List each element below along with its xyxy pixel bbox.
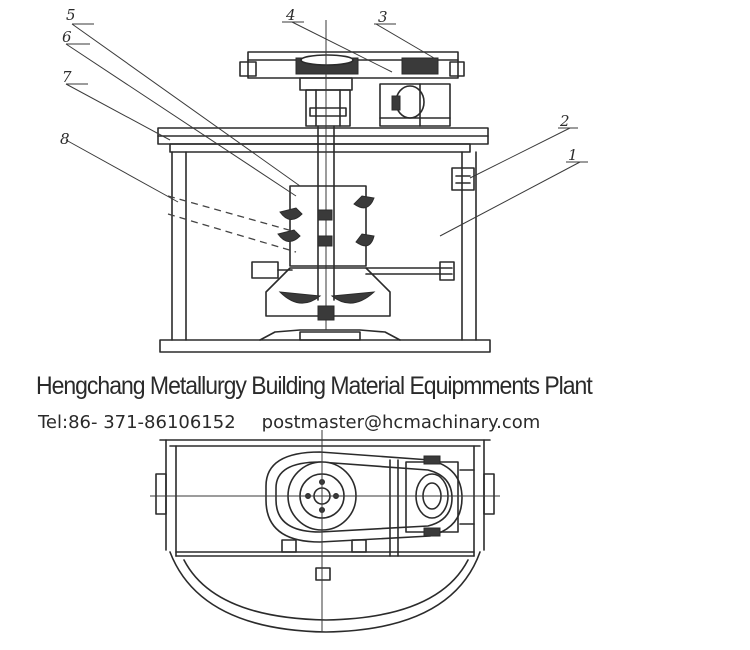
tank-cover	[157, 127, 489, 153]
support-arms	[251, 261, 455, 281]
callout-6: 6	[62, 28, 72, 46]
callout-3: 3	[378, 8, 388, 26]
email-address: postmaster@hcmachinary.com	[261, 412, 541, 433]
plan-view	[150, 430, 500, 633]
motor	[379, 83, 451, 127]
callout-numbers: 5 6 7 8 4 3 2 1	[60, 6, 578, 164]
drive-platform	[239, 51, 465, 91]
contact-line: Tel:86- 371-86106152 postmaster@hcmachina…	[38, 412, 540, 433]
feed-pipes	[167, 195, 297, 253]
tank-body	[159, 151, 491, 353]
bearing-housing	[305, 89, 351, 127]
front-elevation-view: 5 6 7 8 4 3 2 1	[60, 6, 588, 353]
callout-4: 4	[285, 6, 296, 24]
callout-1: 1	[568, 146, 578, 164]
callout-7: 7	[62, 68, 72, 86]
impeller-assembly	[265, 185, 391, 321]
callout-5-left: 5	[66, 6, 76, 24]
company-name: Hengchang Metallurgy Building Material E…	[36, 372, 593, 400]
phone-number: Tel:86- 371-86106152	[38, 412, 236, 433]
callout-8: 8	[60, 130, 70, 148]
callout-2: 2	[559, 112, 570, 130]
callout-leaders	[65, 21, 588, 237]
